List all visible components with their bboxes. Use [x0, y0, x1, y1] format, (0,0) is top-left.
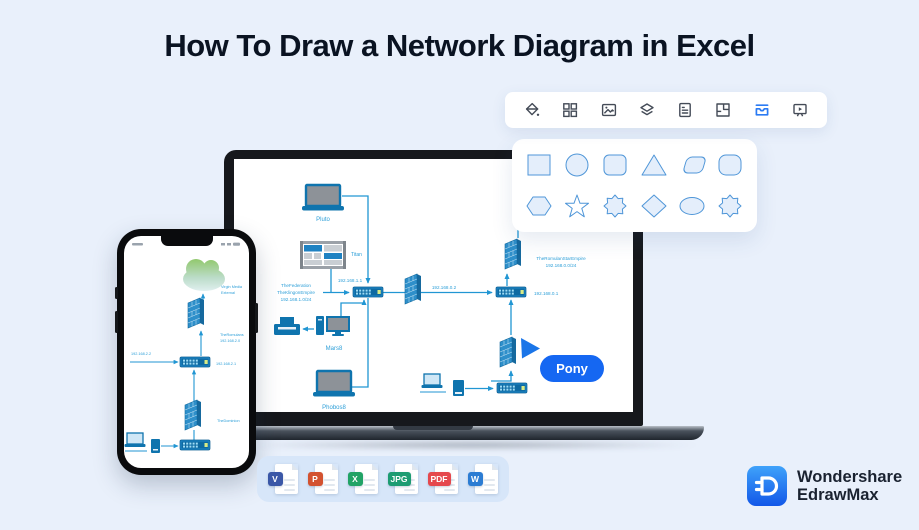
brand-name: Wondershare EdrawMax: [797, 468, 902, 505]
shape-eight-point-star[interactable]: [715, 193, 745, 219]
file-badge: JPG: [387, 472, 411, 486]
cloud-node: [183, 259, 225, 291]
client-device-node: [453, 380, 464, 396]
file-badge: P: [307, 472, 323, 486]
phone-mockup: Virgin Media External TheRomulans 192.16…: [115, 229, 258, 475]
phone-screen: Virgin Media External TheRomulans 192.16…: [124, 236, 249, 468]
file-badge: PDF: [427, 472, 451, 486]
page-title: How To Draw a Network Diagram in Excel: [164, 28, 755, 63]
phone-side-button: [115, 287, 118, 299]
laptop-diagram-connectors: [302, 195, 519, 393]
file-page-icon: [274, 464, 298, 494]
cloud-label-2: External: [221, 291, 235, 295]
romulan-label-1: TheRomulanStarEmpire: [536, 256, 586, 261]
titan-label: Titan: [351, 252, 362, 258]
brand-line-2: EdrawMax: [797, 486, 879, 504]
shape-hexagon[interactable]: [524, 193, 554, 219]
shape-star[interactable]: [562, 193, 592, 219]
mars-label: Mars8: [326, 346, 343, 352]
file-page-icon: [474, 464, 498, 494]
phone-ip-right-label: 192.168.2.1: [216, 362, 236, 366]
file-format-bar: V P X JPG PDF W: [257, 456, 509, 502]
phone-network-diagram: Virgin Media External TheRomulans 192.16…: [124, 242, 244, 453]
cloud-label-1: Virgin Media: [221, 285, 243, 289]
file-pdf[interactable]: PDF: [427, 462, 459, 496]
shape-library-icon[interactable]: [560, 100, 580, 120]
laptop-network-diagram: Pluto Titan TheFederation TheKlingonEmpi…: [274, 183, 586, 411]
floor-plan-icon[interactable]: [713, 100, 733, 120]
ip-label-3: 192.168.0.1: [534, 291, 559, 296]
file-visio[interactable]: V: [267, 462, 299, 496]
document-icon[interactable]: [675, 100, 695, 120]
phobos-label: Phobos8: [322, 405, 346, 411]
phone-firewall-node-1: [187, 297, 205, 329]
shapes-panel: [512, 139, 757, 232]
client-laptop-node: [420, 373, 444, 389]
ip-label-1: 192.168.1.1: [338, 278, 363, 283]
phone-side-button: [115, 311, 118, 333]
edrawmax-app-icon: [747, 466, 787, 506]
phone-router-node-2: [179, 439, 211, 451]
phone-fw1-label-1: TheRomulans: [220, 333, 244, 337]
firewall-node-3: [499, 336, 517, 368]
shape-rounded-square[interactable]: [715, 152, 745, 178]
file-powerpoint[interactable]: P: [307, 462, 339, 496]
firewall-node-1: [404, 273, 422, 305]
shape-ellipse[interactable]: [677, 193, 707, 219]
laptop-base: [232, 426, 704, 440]
pony-button[interactable]: Pony: [540, 355, 604, 382]
firewall-node-2: [504, 238, 522, 270]
mars-pc-node: [316, 316, 350, 336]
printer-node: [274, 317, 300, 335]
phone-device-node: [151, 439, 160, 453]
romulan-label-2: 192.168.0.0/24: [546, 263, 577, 268]
phone-laptop-node: [124, 432, 147, 448]
brand-line-1: Wondershare: [797, 467, 903, 486]
federation-label-3: 192.168.1.0/24: [281, 297, 312, 302]
shape-square[interactable]: [524, 152, 554, 178]
file-jpg[interactable]: JPG: [387, 462, 419, 496]
ip-label-2: 192.168.0.2: [432, 285, 457, 290]
pluto-label: Pluto: [316, 217, 330, 223]
symbol-tray-icon-active[interactable]: [752, 100, 772, 120]
fill-color-icon[interactable]: [522, 100, 542, 120]
federation-label-2: TheKlingonEmpire: [277, 290, 315, 295]
layers-icon[interactable]: [637, 100, 657, 120]
shape-circle[interactable]: [562, 152, 592, 178]
shape-triangle[interactable]: [639, 152, 669, 178]
federation-label-1: TheFederation: [281, 283, 311, 288]
phone-firewall-node-2: [184, 399, 202, 431]
phone-ip-left-label: 192.168.2.2: [131, 352, 151, 356]
router-node-2: [495, 286, 527, 298]
shape-rounded-parallelogram[interactable]: [677, 152, 707, 178]
file-badge: X: [347, 472, 363, 486]
shape-rounded-square[interactable]: [600, 152, 630, 178]
shape-eight-point-star[interactable]: [600, 193, 630, 219]
laptop-base-notch: [393, 426, 473, 430]
phone-statusbar: [132, 242, 240, 246]
router-node-1: [352, 286, 384, 298]
presentation-icon[interactable]: [790, 100, 810, 120]
phone-fw2-label: TheDominion: [217, 419, 240, 423]
shape-diamond[interactable]: [639, 193, 669, 219]
phobos-laptop-node: [311, 369, 357, 398]
file-badge: V: [267, 472, 283, 486]
phone-notch: [160, 236, 213, 246]
brand-logo: Wondershare EdrawMax: [747, 466, 902, 506]
file-badge: W: [467, 472, 483, 486]
insert-image-icon[interactable]: [599, 100, 619, 120]
cursor-pointer-icon: [521, 338, 540, 359]
file-word[interactable]: W: [467, 462, 499, 496]
file-excel[interactable]: X: [347, 462, 379, 496]
pluto-laptop-node: [300, 183, 346, 212]
titan-server-node: [300, 241, 346, 269]
laptop-shadow: [238, 441, 704, 449]
phone-router-node-1: [179, 356, 211, 368]
file-page-icon: [314, 464, 338, 494]
router-node-3: [496, 382, 528, 394]
shape-toolbar: [505, 92, 827, 128]
phone-fw1-label-2: 192.168.2.0: [220, 339, 240, 343]
file-page-icon: [354, 464, 378, 494]
phone-side-button: [255, 303, 258, 333]
